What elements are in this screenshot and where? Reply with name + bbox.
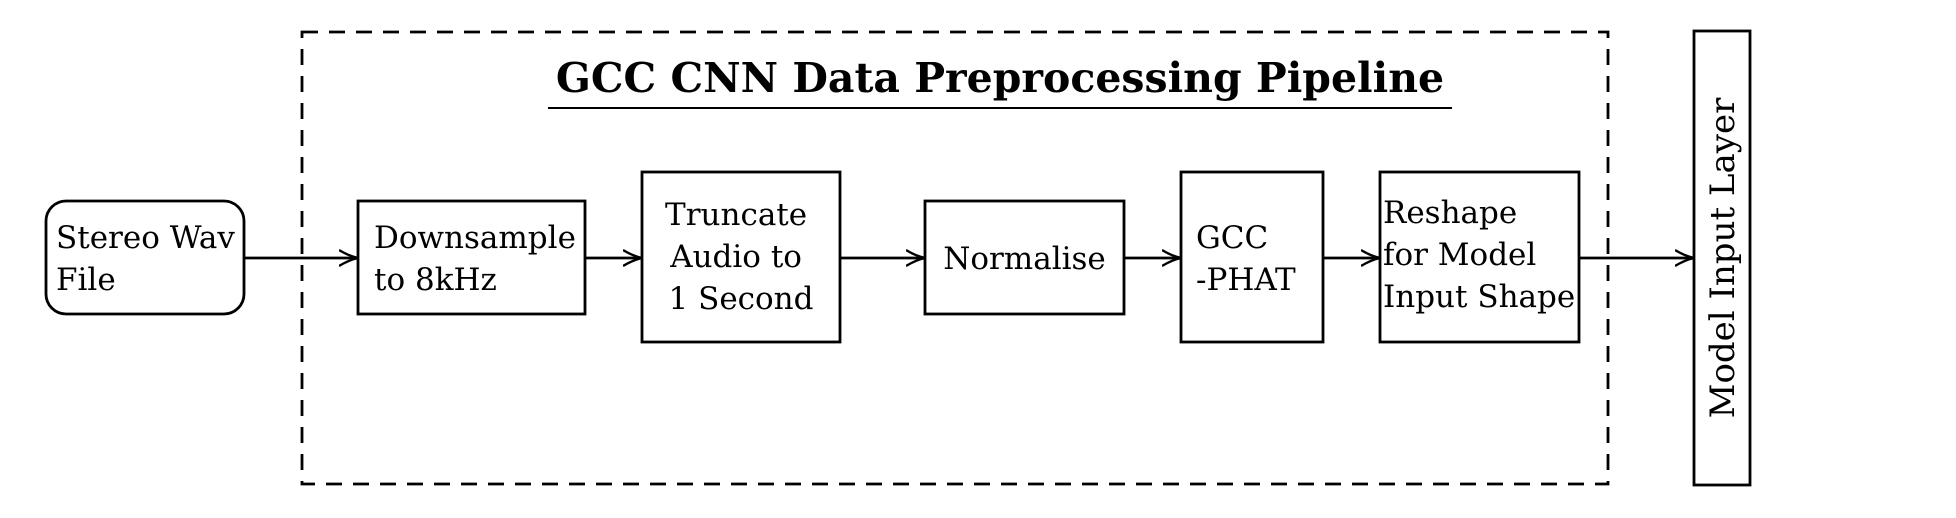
pipeline-title: GCC CNN Data Preprocessing Pipeline <box>556 54 1444 102</box>
output-label: Model Input Layer <box>1703 97 1743 418</box>
step-normalise-label: Normalise <box>943 241 1106 277</box>
step-label-line: Truncate <box>665 197 807 233</box>
pipeline-boundary <box>300 30 1610 486</box>
step-label-line: Reshape <box>1383 195 1517 231</box>
step-reshape-label: Reshape for Model Input Shape <box>1383 195 1575 315</box>
step-downsample-label: Downsample to 8kHz <box>374 220 586 298</box>
step-label-line: -PHAT <box>1196 262 1296 298</box>
step-gcc-phat <box>1179 170 1325 344</box>
step-label-line: for Model <box>1383 237 1536 273</box>
step-truncate-label: Truncate Audio to 1 Second <box>665 197 817 317</box>
step-gcc-phat-label: GCC -PHAT <box>1196 220 1296 298</box>
step-label-line: Normalise <box>943 241 1106 277</box>
step-label-line: 1 Second <box>669 281 814 317</box>
step-label-line: Downsample <box>374 220 576 256</box>
step-label-line: Input Shape <box>1383 279 1575 315</box>
source-label-line: File <box>56 262 116 298</box>
source-label: Stereo Wav File <box>56 220 245 298</box>
step-label-line: Audio to <box>669 239 802 275</box>
step-label-line: GCC <box>1196 220 1268 256</box>
source-label-line: Stereo Wav <box>56 220 235 256</box>
step-label-line: to 8kHz <box>374 262 497 298</box>
